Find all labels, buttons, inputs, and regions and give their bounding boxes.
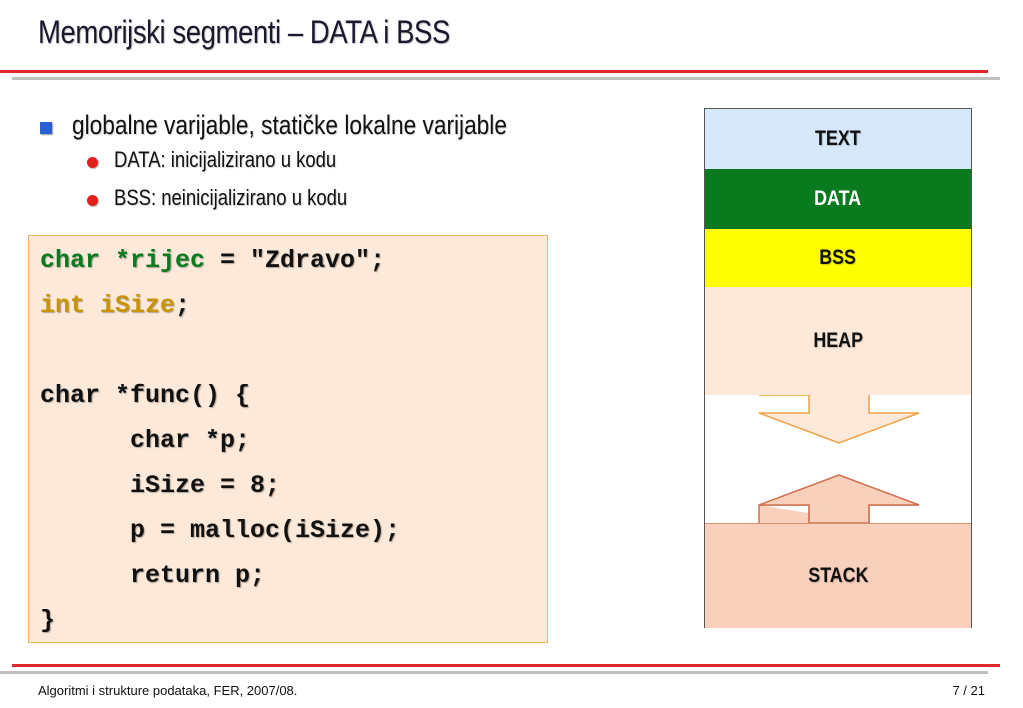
heap-segment: HEAP bbox=[705, 287, 971, 395]
round-bullet-icon bbox=[87, 195, 98, 206]
square-bullet-icon bbox=[40, 122, 52, 134]
data-segment: DATA bbox=[705, 169, 971, 229]
code-text: = "Zdravo"; bbox=[205, 246, 386, 275]
code-block: char *rijec = "Zdravo"; int iSize; char … bbox=[28, 235, 548, 643]
memory-layout-diagram: TEXT DATA BSS HEAP STACK bbox=[704, 108, 972, 628]
segment-label: STACK bbox=[807, 564, 869, 587]
segment-label: HEAP bbox=[813, 329, 863, 352]
code-line: char *func() { bbox=[40, 381, 251, 410]
slide-title: Memorijski segmenti – DATA i BSS bbox=[38, 14, 450, 50]
code-line: } bbox=[40, 606, 56, 635]
text-segment: TEXT bbox=[705, 109, 971, 170]
footer-rule-gray bbox=[0, 671, 988, 674]
sub-bullet-text: BSS: neinicijalizirano u kodu bbox=[114, 185, 348, 210]
growth-arrows bbox=[758, 395, 920, 524]
footer-rule-red bbox=[12, 664, 1000, 667]
code-line: iSize = 8; bbox=[40, 471, 281, 500]
segment-label: DATA bbox=[814, 187, 862, 210]
stack-segment: STACK bbox=[705, 523, 971, 628]
bullet-main-text: globalne varijable, statičke lokalne var… bbox=[72, 110, 507, 140]
code-global-uninitialized: int iSize bbox=[40, 291, 176, 320]
code-global-initialized: char *rijec bbox=[40, 246, 206, 275]
footer-course: Algoritmi i strukture podataka, FER, 200… bbox=[38, 683, 298, 698]
sub-bullet-text: DATA: inicijalizirano u kodu bbox=[114, 147, 337, 172]
segment-label: TEXT bbox=[815, 127, 861, 150]
title-rule-gray bbox=[12, 77, 1000, 80]
code-line: p = malloc(iSize); bbox=[40, 516, 401, 545]
title-rule-red bbox=[0, 70, 988, 73]
code-line: char *p; bbox=[40, 426, 251, 455]
stack-up-arrow-fill-icon bbox=[758, 474, 920, 524]
code-line: int iSize; bbox=[40, 283, 190, 328]
code-text: ; bbox=[175, 291, 191, 320]
code-line: return p; bbox=[40, 561, 266, 590]
segment-label: BSS bbox=[819, 246, 857, 269]
page-number: 7 / 21 bbox=[952, 683, 985, 698]
heap-down-arrow-icon bbox=[758, 395, 920, 444]
round-bullet-icon bbox=[87, 157, 98, 168]
bss-segment: BSS bbox=[705, 229, 971, 288]
code-line: char *rijec = "Zdravo"; bbox=[40, 238, 385, 283]
